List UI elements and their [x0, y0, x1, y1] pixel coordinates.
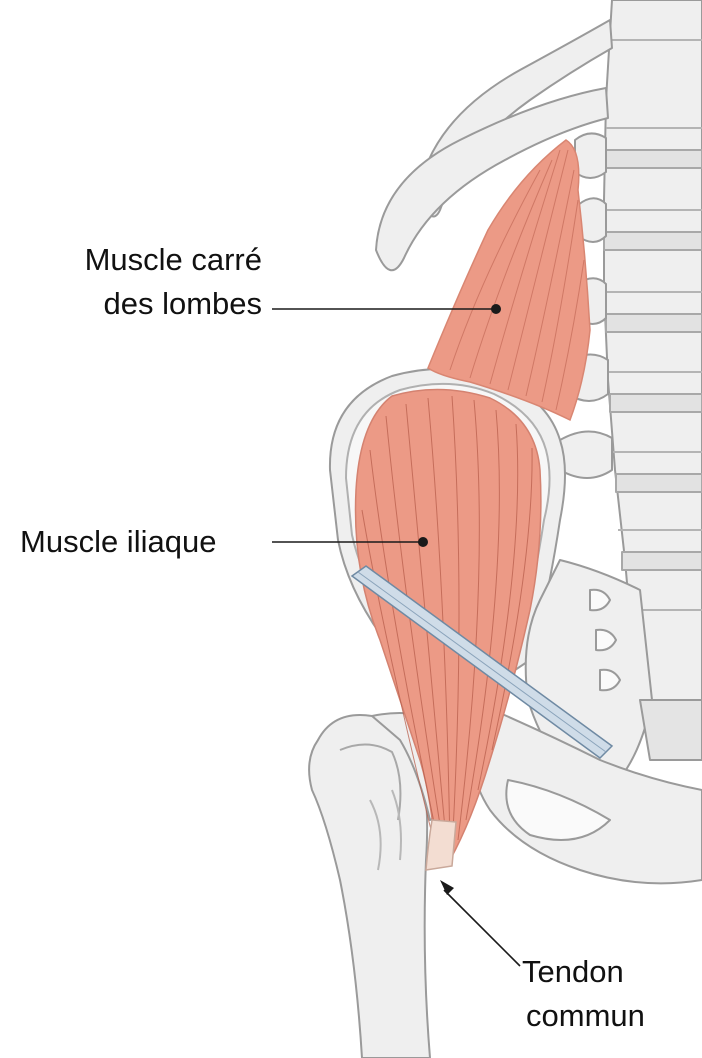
tendon-leader-line — [444, 890, 520, 966]
quadratus-lumborum-label: Muscle carré des lombes — [40, 238, 262, 326]
tendon-label-line1: Tendon — [522, 950, 645, 994]
tendon-arrowhead — [440, 880, 454, 895]
quadratus-label-line2: des lombes — [40, 282, 262, 326]
quadratus-pointer-dot — [491, 304, 501, 314]
iliacus-pointer-dot — [418, 537, 428, 547]
tendon-label-line2: commun — [526, 994, 645, 1038]
common-tendon — [426, 820, 456, 870]
quadratus-label-line1: Muscle carré — [40, 238, 262, 282]
common-tendon-label: Tendon commun — [522, 950, 645, 1038]
iliacus-label: Muscle iliaque — [20, 520, 216, 564]
